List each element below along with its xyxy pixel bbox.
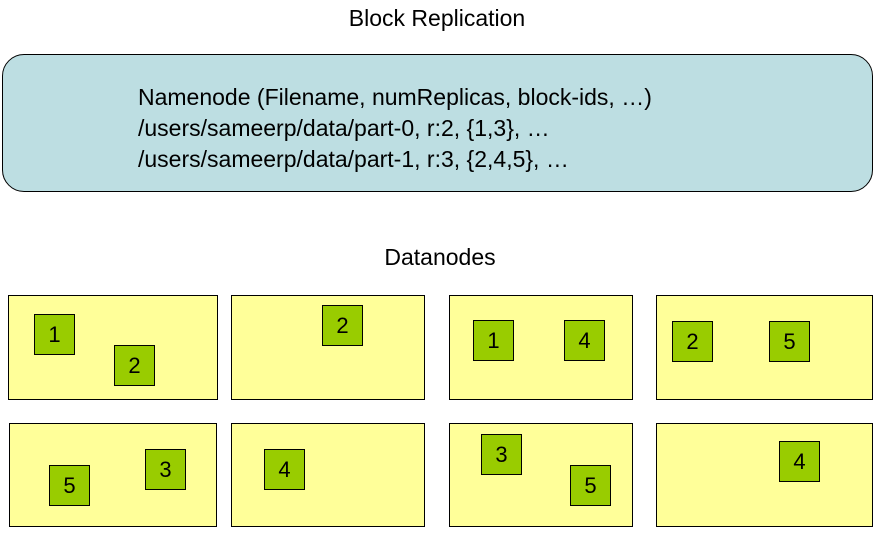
block-square: 1 xyxy=(473,320,514,361)
datanode-box-2: 2 xyxy=(231,295,425,400)
datanode-box-6: 4 xyxy=(231,423,425,527)
datanode-box-4: 2 5 xyxy=(656,295,873,400)
datanode-box-5: 5 3 xyxy=(9,423,217,527)
page-title: Block Replication xyxy=(348,5,526,31)
datanodes-label: Datanodes xyxy=(384,244,496,270)
block-square: 4 xyxy=(564,320,605,361)
datanode-box-8: 4 xyxy=(656,423,873,527)
datanode-box-7: 3 5 xyxy=(449,423,633,527)
block-square: 5 xyxy=(769,321,810,362)
namenode-signature-line: Namenode (Filename, numReplicas, block-i… xyxy=(138,84,652,110)
datanode-box-1: 1 2 xyxy=(8,295,218,400)
block-square: 2 xyxy=(672,321,713,362)
block-square: 2 xyxy=(114,345,155,386)
block-square: 4 xyxy=(264,449,305,490)
block-square: 1 xyxy=(34,314,75,355)
namenode-file-entry-part1: /users/sameerp/data/part-1, r:3, {2,4,5}… xyxy=(138,146,569,172)
datanode-box-3: 1 4 xyxy=(449,295,633,400)
block-square: 5 xyxy=(570,465,611,506)
namenode-box: Namenode (Filename, numReplicas, block-i… xyxy=(2,54,873,192)
block-square: 5 xyxy=(49,465,90,506)
namenode-file-entry-part0: /users/sameerp/data/part-0, r:2, {1,3}, … xyxy=(138,115,550,141)
block-square: 3 xyxy=(481,434,522,475)
block-square: 2 xyxy=(322,305,363,346)
block-square: 4 xyxy=(779,441,820,482)
block-square: 3 xyxy=(145,449,186,490)
